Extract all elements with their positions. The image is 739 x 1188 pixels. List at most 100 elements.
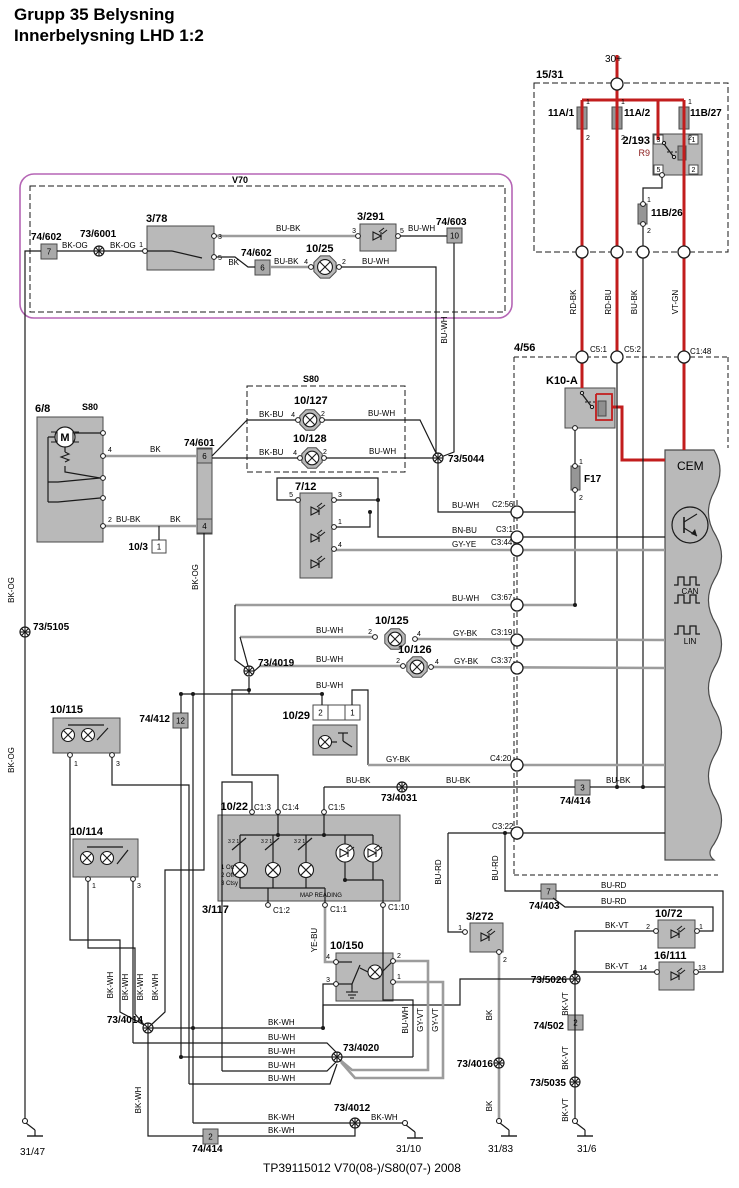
label: 10/115 bbox=[50, 704, 83, 716]
label: 4 bbox=[293, 450, 297, 457]
node-c3-22 bbox=[510, 826, 524, 840]
label: BK-BU bbox=[259, 448, 284, 457]
pin bbox=[640, 221, 646, 227]
label: BU-WH bbox=[369, 447, 396, 456]
cem-can-wave1 bbox=[674, 576, 700, 586]
label: V70 bbox=[232, 175, 248, 185]
w-bu-rd-74403 bbox=[504, 833, 541, 892]
junction-dot bbox=[573, 970, 577, 974]
label: 2 bbox=[396, 658, 400, 665]
label: R9 bbox=[638, 148, 650, 158]
label: 3/291 bbox=[357, 211, 385, 223]
label: 2 bbox=[646, 924, 650, 931]
relay-coil-k10a bbox=[597, 400, 607, 417]
w-bk-og-left bbox=[24, 250, 41, 1121]
label: BK-OG bbox=[62, 241, 88, 250]
label: BK-VT bbox=[561, 992, 570, 1016]
bulb-10-115a bbox=[60, 727, 76, 743]
w-bu-rd-row1 bbox=[556, 890, 724, 973]
label: C3:1 bbox=[496, 525, 513, 534]
label: BK bbox=[150, 445, 161, 454]
label: 10/3 bbox=[129, 542, 149, 553]
junction-dot bbox=[322, 833, 326, 837]
label: 3 2 1 bbox=[228, 839, 239, 845]
label: C1:48 bbox=[690, 347, 712, 356]
label: C3:37 bbox=[491, 656, 513, 665]
label: BU-WH bbox=[268, 1033, 295, 1042]
w-1029-t3 bbox=[342, 740, 353, 748]
label: 2 bbox=[397, 953, 401, 960]
junction-dot bbox=[503, 831, 507, 835]
label: BU-WH bbox=[268, 1061, 295, 1070]
label: BU-BK bbox=[116, 515, 141, 524]
pin bbox=[400, 663, 406, 669]
label: 3/117 bbox=[202, 904, 229, 916]
junction-dot bbox=[191, 692, 195, 696]
led-10-72 bbox=[657, 919, 696, 949]
label: M bbox=[60, 432, 69, 444]
label: 3 bbox=[137, 883, 141, 890]
label: BK bbox=[228, 258, 239, 267]
label: 1 bbox=[92, 883, 96, 890]
page-title-line1: Grupp 35 Belysning bbox=[14, 5, 175, 24]
label: BU-RD bbox=[434, 859, 443, 885]
label: BU-WH bbox=[362, 257, 389, 266]
label: BK-OG bbox=[7, 577, 16, 603]
label: 5 bbox=[400, 228, 404, 235]
pin bbox=[100, 523, 106, 529]
pin bbox=[100, 430, 106, 436]
label: C5:2 bbox=[624, 345, 641, 354]
label: 2 bbox=[368, 629, 372, 636]
label: 3 bbox=[326, 977, 330, 984]
junction-dot bbox=[320, 692, 324, 696]
w-1022-arm1 bbox=[231, 837, 247, 851]
junction-dot bbox=[321, 1026, 325, 1030]
pin bbox=[100, 453, 106, 459]
pin bbox=[694, 928, 700, 934]
label: 2 bbox=[579, 495, 583, 502]
label: 5 bbox=[289, 492, 293, 499]
junction-dot bbox=[191, 1026, 195, 1030]
label: TP39115012 V70(08-)/S80(07-) 2008 bbox=[263, 1161, 461, 1175]
node-1531-4 bbox=[677, 245, 691, 259]
label: LIN bbox=[684, 637, 697, 646]
label: 14 bbox=[639, 965, 647, 972]
w-bu-rd-3272 bbox=[447, 833, 465, 933]
fuse-11b26 bbox=[637, 203, 648, 225]
label: C1:10 bbox=[388, 903, 410, 912]
label: RD-BU bbox=[604, 289, 613, 315]
node-c3-1 bbox=[510, 530, 524, 544]
label: C1:4 bbox=[282, 803, 299, 812]
w-10150-pin1 bbox=[340, 980, 445, 1080]
label: BU-WH bbox=[408, 224, 435, 233]
w-10115-pin3-col bbox=[111, 757, 190, 1084]
label: 2 Off bbox=[221, 873, 234, 879]
label: 73/5105 bbox=[33, 622, 70, 633]
relay-2-193-pin5-label: 5 bbox=[657, 167, 661, 174]
label: BU-BK bbox=[606, 776, 631, 785]
node-c3-37 bbox=[510, 661, 524, 675]
pin bbox=[654, 969, 660, 975]
label: 74/502 bbox=[533, 1021, 564, 1032]
pin bbox=[333, 981, 339, 987]
junction-dot bbox=[343, 878, 347, 882]
node-1531-3 bbox=[636, 245, 650, 259]
pin bbox=[372, 634, 378, 640]
label: BK-VT bbox=[605, 921, 629, 930]
pin bbox=[572, 463, 578, 469]
label: 1 bbox=[338, 519, 342, 526]
splice-73-5026 bbox=[569, 973, 581, 985]
label: 1 bbox=[397, 974, 401, 981]
pin bbox=[355, 233, 361, 239]
label: BK-OG bbox=[7, 747, 16, 773]
label: K10-A bbox=[546, 375, 578, 387]
label: C3:44 bbox=[491, 538, 513, 547]
label: 3 Ctsy bbox=[221, 881, 238, 887]
pin bbox=[275, 809, 281, 815]
w-c367-down bbox=[234, 605, 247, 669]
layer-glyph bbox=[19, 140, 709, 1139]
cem-box bbox=[664, 449, 723, 861]
junction-dot bbox=[573, 603, 577, 607]
w-10150-arm bbox=[351, 964, 361, 985]
splice-73-4020 bbox=[331, 1051, 343, 1063]
